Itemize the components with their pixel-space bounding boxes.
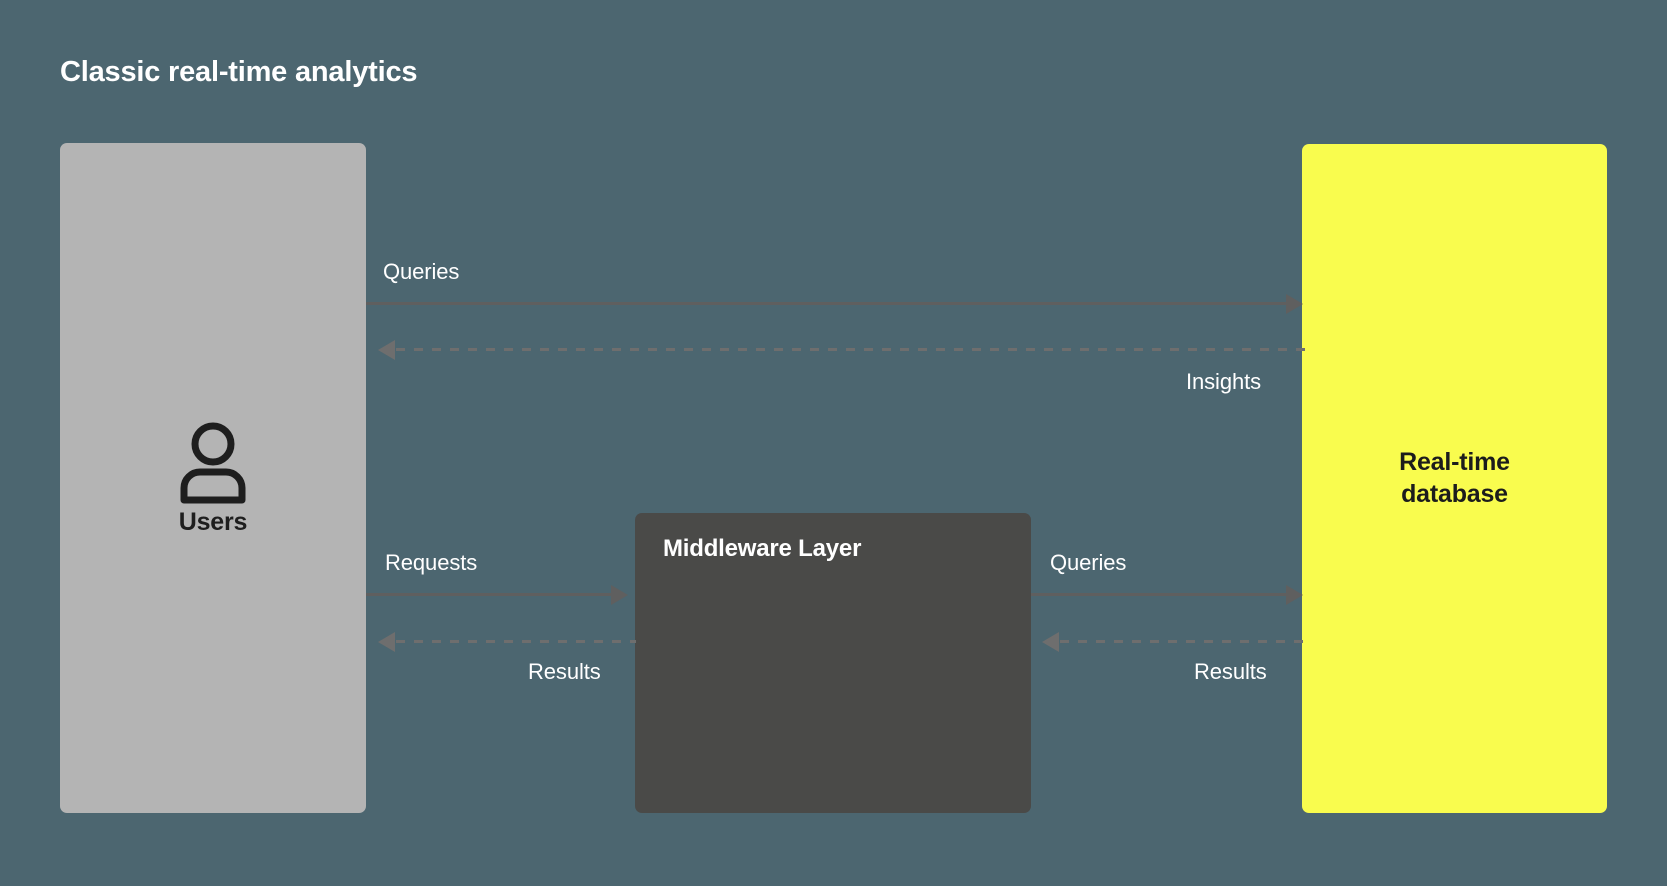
edge-label-queries-middleware-to-database: Queries [1050,550,1127,575]
edge-users-to-middleware-requests-line [366,593,613,596]
edge-middleware-to-users-results-line [396,640,636,643]
edge-middleware-to-users-results-arrowhead [378,632,395,652]
edge-users-to-middleware-requests-arrowhead [611,585,628,605]
node-database[interactable]: Real-time database [1302,144,1607,813]
page-title: Classic real-time analytics [60,56,418,88]
edge-database-to-middleware-results-line [1060,640,1312,643]
edge-label-requests-users-to-middleware: Requests [385,550,478,575]
node-middleware-label: Middleware Layer [663,535,862,562]
edge-database-to-middleware-results-arrowhead [1042,632,1059,652]
node-database-label-line-1: Real-time [1399,448,1510,476]
edge-users-to-database-queries-arrowhead [1286,294,1303,314]
node-users[interactable]: Users [60,143,366,813]
user-icon [180,422,246,503]
node-middleware[interactable]: Middleware Layer [635,513,1031,813]
node-users-label: Users [178,507,248,536]
edge-middleware-to-database-queries-arrowhead [1286,585,1303,605]
edge-middleware-to-database-queries-line [1031,593,1288,596]
node-database-label-line-2: database [1401,479,1508,508]
edge-database-to-users-insights-line [396,348,1312,351]
node-database-label: Real-time database [1399,447,1510,510]
edge-label-queries-users-to-database: Queries [383,259,460,284]
edge-label-results-database-to-middleware: Results [1194,659,1267,684]
edge-database-to-users-insights-arrowhead [378,340,395,360]
edge-users-to-database-queries-line [366,302,1288,305]
edge-label-insights-database-to-users: Insights [1186,369,1262,394]
edge-label-results-middleware-to-users: Results [528,659,601,684]
